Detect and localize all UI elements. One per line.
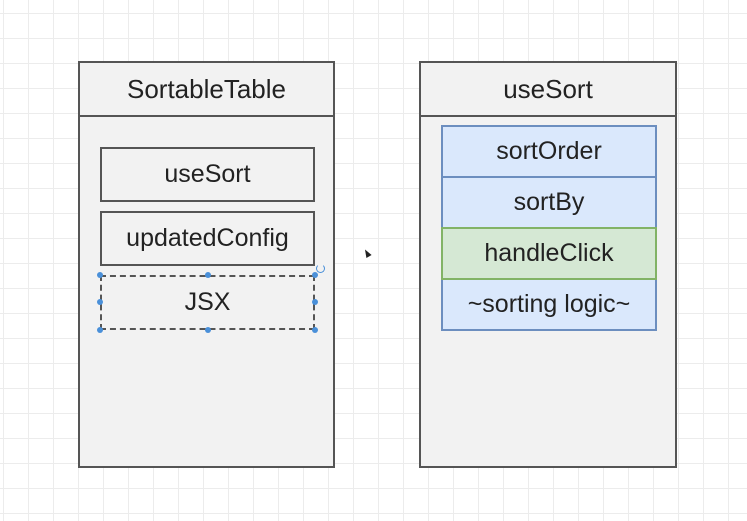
sort-order-label: sortOrder	[496, 137, 602, 165]
use-sort-panel[interactable]: useSort sortOrder sortBy handleClick ~so…	[419, 61, 677, 468]
sorting-logic-item[interactable]: ~sorting logic~	[441, 278, 657, 331]
selection-handle-bottom-middle[interactable]	[205, 327, 211, 333]
sortable-table-title: SortableTable	[80, 63, 333, 117]
rotate-handle-icon[interactable]	[316, 264, 325, 273]
handle-click-item[interactable]: handleClick	[441, 227, 657, 280]
use-sort-stack: sortOrder sortBy handleClick ~sorting lo…	[441, 125, 657, 331]
selection-handle-top-middle[interactable]	[205, 272, 211, 278]
usesort-label: useSort	[164, 160, 251, 188]
handle-click-label: handleClick	[484, 239, 614, 267]
selection-handle-top-left[interactable]	[97, 272, 103, 278]
selection-handle-middle-right[interactable]	[312, 299, 318, 305]
selection-handle-middle-left[interactable]	[97, 299, 103, 305]
selection-handle-top-right[interactable]	[312, 272, 318, 278]
usesort-box[interactable]: useSort	[100, 147, 315, 202]
updated-config-label: updatedConfig	[126, 224, 289, 252]
sort-by-item[interactable]: sortBy	[441, 176, 657, 229]
updated-config-box[interactable]: updatedConfig	[100, 211, 315, 266]
sort-by-label: sortBy	[513, 188, 585, 216]
selection-handle-bottom-left[interactable]	[97, 327, 103, 333]
jsx-box[interactable]: JSX	[100, 275, 315, 330]
sorting-logic-label: ~sorting logic~	[467, 290, 631, 318]
jsx-label: JSX	[184, 288, 231, 316]
mouse-pointer-icon	[362, 248, 372, 258]
sort-order-item[interactable]: sortOrder	[441, 125, 657, 178]
sortable-table-panel[interactable]: SortableTable useSort updatedConfig JSX	[78, 61, 335, 468]
use-sort-title: useSort	[421, 63, 675, 117]
selection-handle-bottom-right[interactable]	[312, 327, 318, 333]
